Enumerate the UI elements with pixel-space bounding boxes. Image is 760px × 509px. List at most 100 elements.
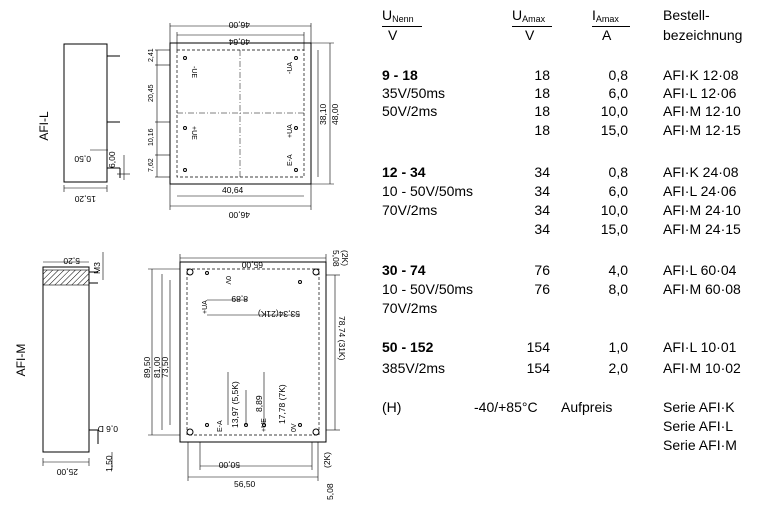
dim-53-34: 53,34(21K) (258, 309, 300, 319)
afi-m-top-view (148, 254, 340, 481)
u-amax-value: 154 (526, 360, 550, 376)
dim-56-50: 56,50 (234, 479, 256, 489)
dim-1-50: 1,50 (104, 455, 114, 472)
order-code: AFI·L 60·04 (663, 262, 737, 278)
range-note: 35V/50ms (382, 85, 446, 101)
dim-13-97: 13,97 (5,5K) (230, 381, 240, 428)
pin-0v-bottom: 0V (291, 423, 298, 432)
pin-plus-ua: +UA (287, 124, 294, 138)
u-amax-value: 34 (534, 183, 550, 199)
dim-5-20: 5,20 (63, 256, 80, 266)
order-code: AFI·M 12·10 (663, 103, 741, 119)
dim-0-50: 0,50 (74, 154, 91, 164)
dim-50-00: 50,00 (218, 460, 240, 470)
dim-15-20: 15,20 (74, 194, 96, 204)
dim-40-64-top: 40,64 (228, 37, 250, 47)
pin-plus-ua-m: +UA (202, 300, 209, 314)
header-i-amax: IAmax (592, 7, 619, 24)
dim-6-00: 6,00 (107, 151, 117, 168)
afi-l-top-view (155, 23, 334, 210)
i-amax-value: 0,8 (608, 67, 628, 83)
i-amax-value: 6,0 (608, 183, 628, 199)
u-amax-value: 18 (534, 122, 550, 138)
dim-5-08-bottom: 5,08 (325, 483, 335, 500)
dim-2k-bottom: (2K) (322, 452, 332, 468)
range-note: 385V/2ms (382, 360, 446, 376)
dim-10-16: 10,16 (148, 128, 155, 146)
technical-drawings: AFI-L 0,50 6,00 15,20 40,64 46,00 40,64 … (0, 0, 372, 509)
u-amax-value: 34 (534, 202, 550, 218)
order-code: AFI·K 12·08 (663, 67, 739, 83)
u-amax-value: 18 (534, 67, 550, 83)
header-bestell-2: bezeichnung (663, 27, 743, 43)
dim-7-62: 7,62 (148, 158, 155, 172)
dim-40-64-bottom: 40,64 (222, 185, 244, 195)
afi-l-side-view (63, 43, 130, 192)
dim-38-10: 38,10 (318, 103, 328, 125)
i-amax-value: 10,0 (600, 202, 628, 218)
order-code: AFI·L 12·06 (663, 85, 737, 101)
dim-78-74: 78,74 (31K) (337, 316, 347, 361)
series-label: Serie AFI·L (663, 418, 734, 434)
pin-e-a-m: E-A (217, 420, 224, 432)
u-amax-value: 18 (534, 103, 550, 119)
afi-m-side-view (42, 252, 113, 470)
order-code: AFI·M 12·15 (663, 122, 741, 138)
dim-46-00-bottom: 46,00 (228, 210, 250, 220)
order-code: AFI·M 10·02 (663, 360, 741, 376)
range-note: 70V/2ms (382, 300, 438, 316)
u-amax-value: 76 (534, 281, 550, 297)
u-amax-value: 18 (534, 85, 550, 101)
dim-2-41: 2,41 (148, 48, 155, 62)
spec-table: UNenn V UAmax V IAmax A Bestell- bezeich… (378, 0, 760, 509)
pin-plus-ue-m: +UE (261, 418, 268, 432)
i-amax-value: 15,0 (600, 122, 628, 138)
dim-65-00: 65,00 (241, 260, 263, 270)
i-amax-value: 1,0 (608, 339, 628, 355)
header-u-nenn-rule (382, 26, 422, 27)
i-amax-value: 0,8 (608, 164, 628, 180)
header-bestell-1: Bestell- (663, 7, 710, 23)
option-h: (H) (382, 399, 402, 415)
range-note: 50V/2ms (382, 103, 438, 119)
afi-m-label: AFI-M (14, 344, 28, 377)
dim-2k-top: (2K) (340, 250, 350, 266)
range-label: 30 - 74 (382, 262, 426, 278)
i-amax-value: 6,0 (608, 85, 628, 101)
dim-8-89-upper: 8,89 (231, 294, 248, 304)
header-i-amax-unit: A (602, 27, 612, 43)
i-amax-value: 10,0 (600, 103, 628, 119)
dim-25-00: 25,00 (56, 467, 78, 477)
order-code: AFI·L 24·06 (663, 183, 737, 199)
i-amax-value: 4,0 (608, 262, 628, 278)
range-note: 10 - 50V/50ms (382, 183, 474, 199)
pin-minus-ue: -UE (190, 66, 197, 78)
series-label: Serie AFI·M (663, 437, 737, 453)
i-amax-value: 15,0 (600, 221, 628, 237)
dim-m3: M3 (92, 262, 102, 274)
header-i-amax-rule (592, 26, 630, 27)
u-amax-value: 34 (534, 221, 550, 237)
pin-0v-top: 0V (224, 276, 231, 285)
i-amax-value: 8,0 (608, 281, 628, 297)
u-amax-value: 34 (534, 164, 550, 180)
u-amax-value: 154 (526, 339, 550, 355)
dim-73-50: 73,50 (160, 356, 170, 378)
dim-48-00: 48,00 (330, 103, 340, 125)
series-label: Serie AFI·K (663, 399, 735, 415)
dim-89-50: 89,50 (142, 356, 152, 378)
dim-0-6-d: 0,6 D (98, 424, 118, 434)
dim-17-78: 17,78 (7K) (277, 384, 287, 424)
pin-e-a: E-A (287, 154, 294, 166)
order-code: AFI·L 10·01 (663, 339, 737, 355)
header-u-amax-rule (512, 26, 552, 27)
dim-5-08-top: 5,08 (331, 250, 341, 267)
header-u-amax-unit: V (525, 27, 535, 43)
range-label: 12 - 34 (382, 164, 426, 180)
order-code: AFI·K 24·08 (663, 164, 739, 180)
pin-minus-ua: -UA (287, 62, 294, 74)
u-amax-value: 76 (534, 262, 550, 278)
dim-46-00-top: 46,00 (228, 20, 250, 30)
range-note: 70V/2ms (382, 202, 438, 218)
header-u-nenn: UNenn (382, 7, 414, 24)
